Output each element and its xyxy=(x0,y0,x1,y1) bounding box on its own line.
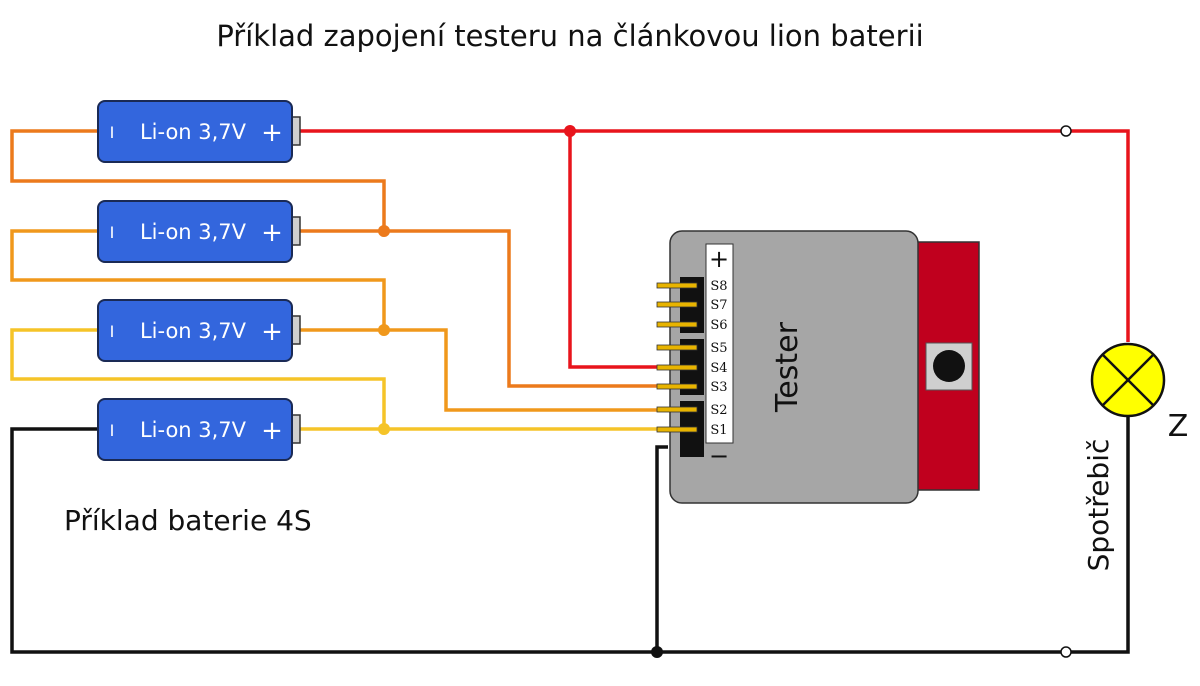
pin-label: S1 xyxy=(710,423,727,438)
cell-minus-sign: I xyxy=(110,421,115,440)
pin xyxy=(656,406,698,413)
junctions xyxy=(378,125,1072,658)
pin-label: S4 xyxy=(710,361,727,376)
diagram-title: Příklad zapojení testeru na článkovou li… xyxy=(216,19,923,53)
tester-device: + − S8 S7 S6 S5 S4 S3 S2 S1 T xyxy=(656,230,980,504)
tester-button[interactable] xyxy=(933,350,965,382)
wire-negative xyxy=(10,415,1130,654)
load-name: Spotřebič xyxy=(1082,439,1115,572)
connector-pins xyxy=(656,282,698,433)
open-terminal xyxy=(1060,125,1072,137)
wire-cell2-cell3 xyxy=(10,229,386,330)
cell-body xyxy=(97,398,293,461)
lamp-cross xyxy=(1101,353,1155,407)
junction-dot xyxy=(378,225,390,237)
pin xyxy=(656,364,698,371)
pin-label: S8 xyxy=(710,279,727,294)
cell-plus-sign: + xyxy=(261,416,283,446)
pin xyxy=(656,282,698,289)
cell-label: Li-on 3,7V xyxy=(140,418,247,442)
cell-plus-sign: + xyxy=(261,218,283,248)
lamp-symbol-label: Z xyxy=(1168,409,1189,444)
battery-caption: Příklad baterie 4S xyxy=(64,504,312,537)
pin xyxy=(656,344,698,351)
open-terminal xyxy=(1060,646,1072,658)
pin-labels: S8 S7 S6 S5 S4 S3 S2 S1 xyxy=(710,279,727,438)
battery-pack: I Li-on 3,7V + I Li-on 3,7V + I Li-on 3,… xyxy=(97,100,301,461)
cell-minus-sign: I xyxy=(110,322,115,341)
cell-body xyxy=(97,299,293,362)
cell-label: Li-on 3,7V xyxy=(140,319,247,343)
cell-label: Li-on 3,7V xyxy=(140,220,247,244)
cell-plus-sign: + xyxy=(261,317,283,347)
cell: I Li-on 3,7V + xyxy=(97,100,301,163)
wire-positive-to-s4 xyxy=(568,131,660,369)
pin-label: S6 xyxy=(710,318,727,333)
cell-label: Li-on 3,7V xyxy=(140,120,247,144)
cell: I Li-on 3,7V + xyxy=(97,398,301,461)
pin-label: S7 xyxy=(710,298,727,313)
wire-cell3-positive xyxy=(297,328,660,412)
cell-minus-sign: I xyxy=(110,223,115,242)
wire-cell1-cell2 xyxy=(10,129,386,231)
cell-plus-sign: + xyxy=(261,118,283,148)
cell-body xyxy=(97,200,293,263)
wire-cell3-cell4 xyxy=(10,328,386,429)
junction-dot xyxy=(564,125,576,137)
pin-label: S5 xyxy=(710,341,727,356)
strip-minus-sign: − xyxy=(709,442,729,470)
junction-dot xyxy=(378,423,390,435)
wire-cell2-positive xyxy=(297,229,660,388)
pin-label: S3 xyxy=(710,380,727,395)
cell: I Li-on 3,7V + xyxy=(97,200,301,263)
wires xyxy=(10,129,1130,654)
strip-plus-sign: + xyxy=(709,245,729,273)
cell: I Li-on 3,7V + xyxy=(97,299,301,362)
load-lamp xyxy=(1090,342,1166,418)
pin xyxy=(656,301,698,308)
pin xyxy=(656,321,698,328)
pin-label: S2 xyxy=(710,403,727,418)
pin xyxy=(656,426,698,433)
junction-dot xyxy=(378,324,390,336)
tester-name: Tester xyxy=(770,321,805,413)
pin-label-strip xyxy=(705,243,734,444)
junction-dot xyxy=(651,646,663,658)
pin xyxy=(656,383,698,390)
cell-body xyxy=(97,100,293,163)
cell-minus-sign: I xyxy=(110,123,115,142)
wire-negative-tester xyxy=(655,445,668,652)
